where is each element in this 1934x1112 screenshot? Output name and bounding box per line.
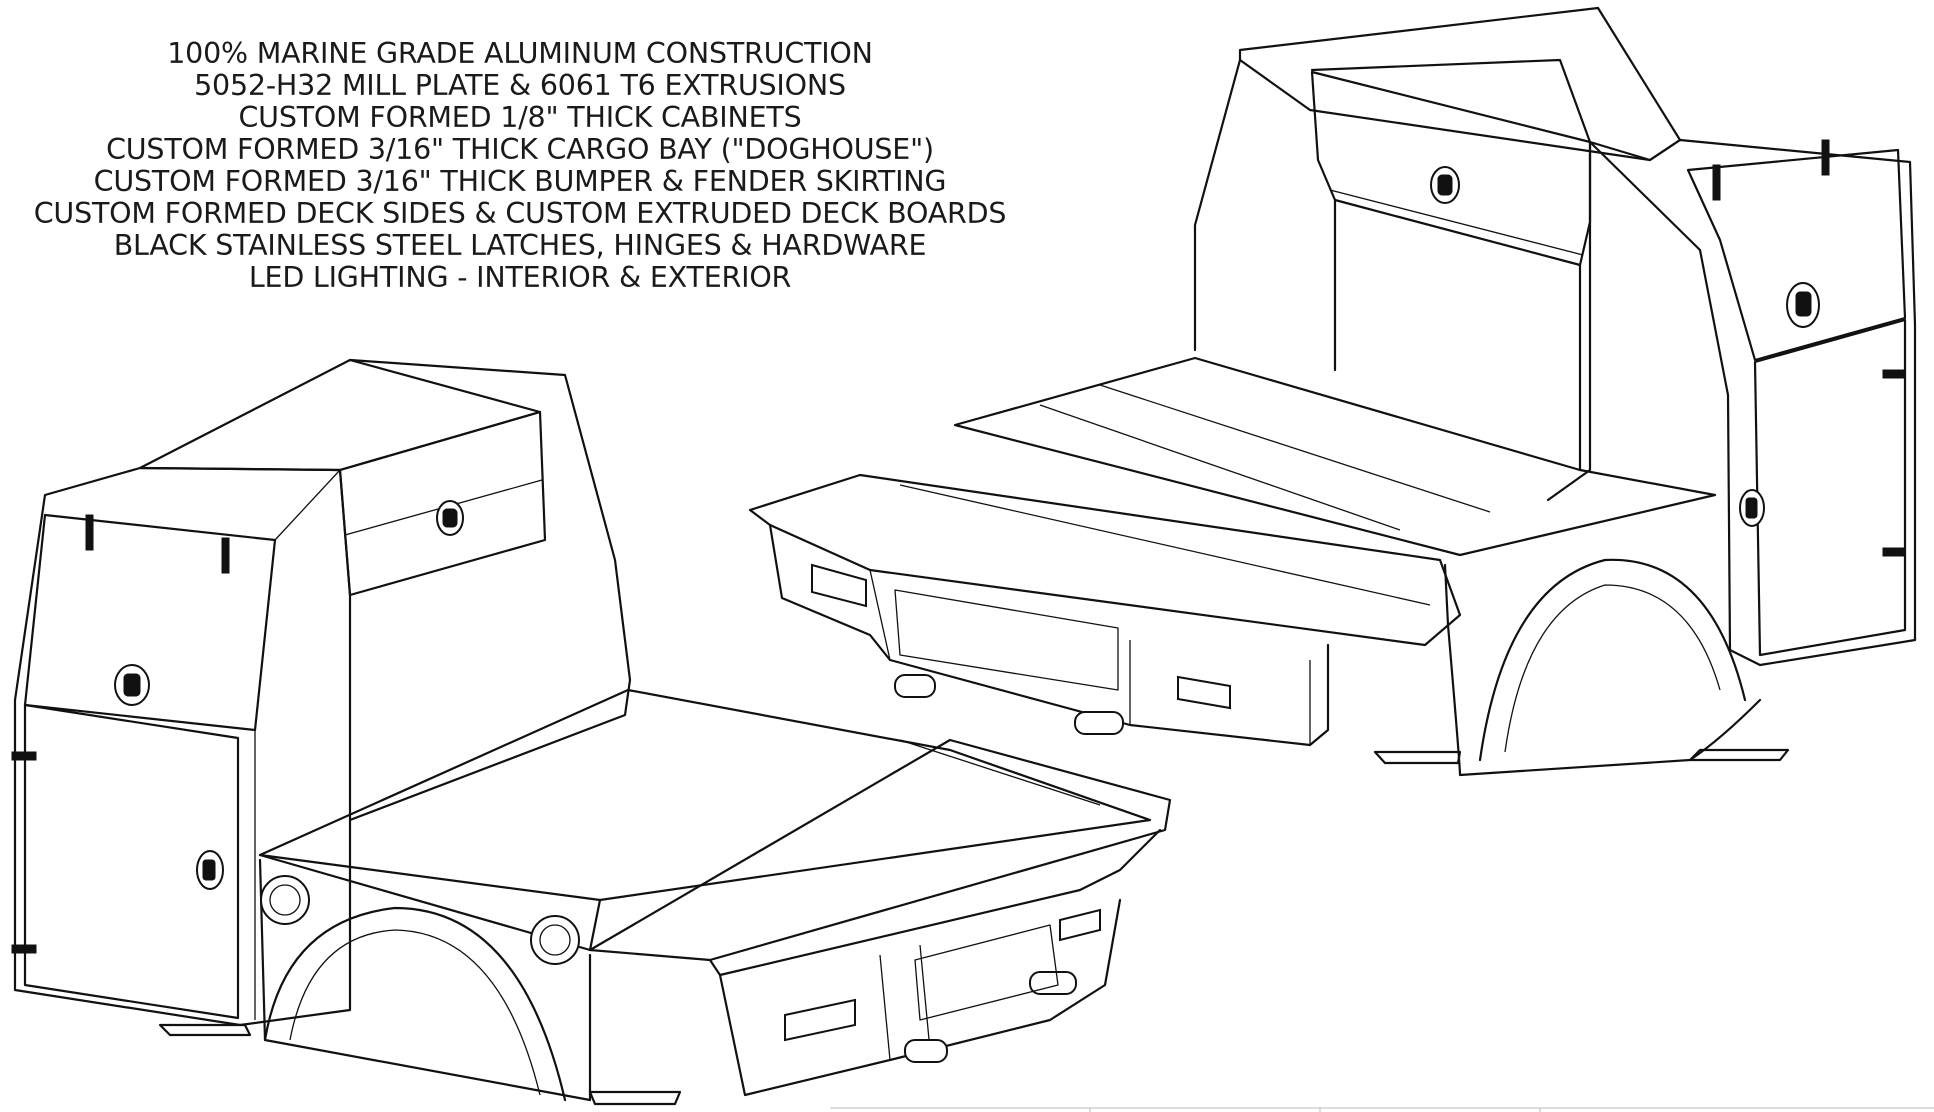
license-plate-left xyxy=(914,924,1059,1021)
spec-line: CUSTOM FORMED 3/16" THICK BUMPER & FENDE… xyxy=(93,165,947,198)
truck-bed-left xyxy=(11,358,1172,1106)
bumper-face-left xyxy=(708,828,1162,977)
step-right xyxy=(1688,748,1790,762)
deck-right xyxy=(953,356,1717,557)
wheel-arch-left xyxy=(263,906,567,1102)
truck-bed-right xyxy=(748,6,1917,777)
step-left xyxy=(158,1023,252,1037)
license-plate-right xyxy=(894,589,1119,691)
doghouse-left xyxy=(348,358,632,822)
latch-icon xyxy=(196,850,224,890)
doghouse-right xyxy=(1238,6,1682,162)
side-cabinet-door-lower xyxy=(1753,318,1907,657)
tail-light-icon xyxy=(784,908,1101,1042)
doghouse-front-top xyxy=(1310,58,1592,502)
latch-icon xyxy=(1786,282,1820,328)
spec-line: 100% MARINE GRADE ALUMINUM CONSTRUCTION xyxy=(167,37,873,70)
tail-light-icon xyxy=(811,563,1231,710)
doghouse-right-side xyxy=(1193,58,1242,352)
spec-line: CUSTOM FORMED DECK SIDES & CUSTOM EXTRUD… xyxy=(33,197,1007,230)
bumper-lower-left xyxy=(588,898,1122,1102)
latch-icon xyxy=(436,500,464,536)
latch-icon xyxy=(1739,489,1765,527)
hinge-icon xyxy=(11,514,230,954)
fuel-cap-icon xyxy=(260,875,580,965)
spec-line: LED LIGHTING - INTERIOR & EXTERIOR xyxy=(248,261,792,294)
front-cabinet-lower xyxy=(1333,198,1582,472)
marker-light-icon xyxy=(904,971,1077,1063)
latch-icon xyxy=(114,664,150,706)
side-cabinet-door-upper xyxy=(1686,148,1907,362)
deck-left xyxy=(258,688,1152,902)
spec-line: BLACK STAINLESS STEEL LATCHES, HINGES & … xyxy=(113,229,927,262)
bumper-left xyxy=(588,738,1172,962)
hinge-icon xyxy=(1712,139,1906,557)
wheel-arch-right xyxy=(1478,558,1747,762)
ground-line xyxy=(830,1107,1934,1112)
bumper-right xyxy=(748,473,1462,647)
fender-right xyxy=(1443,563,1762,777)
spec-line: CUSTOM FORMED 3/16" THICK CARGO BAY ("DO… xyxy=(106,133,934,166)
doghouse-left-top xyxy=(138,358,542,472)
spec-line: CUSTOM FORMED 1/8" THICK CABINETS xyxy=(238,101,802,134)
side-cabinet-left-door-upper xyxy=(23,513,277,732)
latch-icon xyxy=(1430,166,1460,204)
side-cabinet-left-door-lower xyxy=(23,703,240,1020)
spec-list: 100% MARINE GRADE ALUMINUM CONSTRUCTION … xyxy=(0,38,1040,294)
marker-light-icon xyxy=(894,674,1124,735)
bumper-face-right xyxy=(768,523,1330,747)
side-cabinet-left xyxy=(13,466,352,1027)
spec-line: 5052-H32 MILL PLATE & 6061 T6 EXTRUSIONS xyxy=(194,69,846,102)
side-cabinet-right xyxy=(1588,138,1917,667)
